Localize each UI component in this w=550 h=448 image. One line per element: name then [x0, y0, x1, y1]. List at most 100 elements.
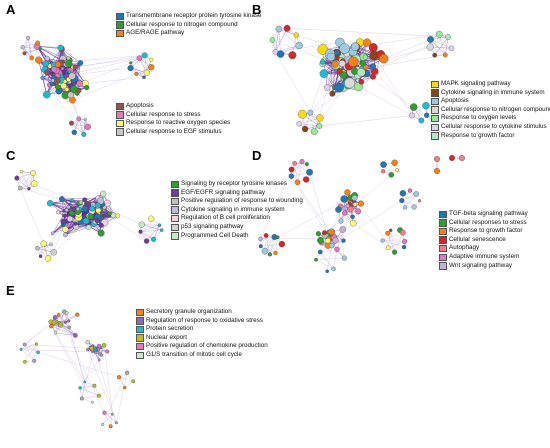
- nodes-D: [258, 159, 422, 274]
- network-edge: [98, 345, 105, 361]
- legend-swatch: [171, 214, 179, 223]
- network-node: [102, 214, 106, 218]
- network-node: [89, 346, 94, 351]
- network-edge: [50, 203, 82, 206]
- network-node: [85, 224, 92, 231]
- network-node: [107, 211, 112, 216]
- network-edge: [51, 325, 85, 383]
- network-node: [148, 215, 155, 222]
- network-node: [49, 242, 53, 247]
- legend-swatch: [439, 244, 447, 253]
- legend-swatch: [116, 12, 124, 21]
- network-node: [98, 222, 104, 228]
- network-node: [94, 202, 101, 209]
- network-edge: [338, 209, 345, 259]
- network-node: [317, 249, 323, 255]
- network-node: [92, 383, 97, 388]
- legend-item: Response to oxygen levels: [431, 114, 550, 123]
- network-node: [294, 179, 301, 186]
- network-node: [35, 246, 40, 251]
- network-node: [96, 393, 101, 398]
- network-edge: [275, 28, 288, 53]
- network-node: [49, 323, 54, 329]
- network-node: [301, 125, 309, 133]
- network-node: [50, 249, 57, 256]
- network-node: [334, 50, 340, 56]
- network-node: [134, 71, 139, 76]
- network-node: [314, 257, 318, 262]
- network-node: [275, 235, 280, 239]
- network-edge: [299, 117, 321, 125]
- network-node: [59, 196, 65, 202]
- legend-item: Cellular senescence: [439, 236, 528, 245]
- network-node: [76, 80, 83, 87]
- network-node: [379, 54, 389, 64]
- network-node: [326, 52, 336, 62]
- network-node: [38, 254, 43, 258]
- network-edge: [310, 73, 325, 113]
- network-node: [101, 342, 107, 348]
- network-A: [20, 35, 155, 137]
- network-edge: [430, 39, 452, 49]
- network-node: [332, 237, 339, 244]
- legend-item: MAPK signaling pathway: [431, 80, 550, 89]
- network-node: [63, 79, 67, 84]
- network-node: [407, 188, 413, 193]
- legend-swatch: [431, 80, 439, 89]
- network-edge: [140, 229, 162, 232]
- network-edge: [37, 46, 61, 48]
- legend-swatch: [136, 334, 144, 342]
- network-node: [388, 172, 395, 178]
- network-node: [267, 252, 272, 257]
- legend-swatch: [171, 180, 179, 189]
- network-node: [263, 233, 269, 238]
- legend-item: Autophagy: [439, 244, 528, 253]
- network-node: [44, 255, 52, 262]
- network-edge: [278, 28, 300, 46]
- network-node: [385, 245, 391, 250]
- network-node: [127, 65, 134, 72]
- network-edge: [58, 314, 111, 427]
- network-edge: [24, 37, 29, 54]
- network-edge: [51, 325, 76, 336]
- network-edge: [382, 240, 405, 248]
- network-node: [64, 87, 70, 92]
- network-node: [348, 56, 359, 67]
- legend-label: Wnt signaling pathway: [449, 261, 513, 269]
- network-edge: [61, 197, 98, 200]
- network-node: [54, 61, 62, 68]
- legend-swatch: [431, 89, 439, 97]
- legend-item: Regulation of B cell proliferation: [171, 214, 303, 223]
- panel-label-e: E: [6, 283, 15, 298]
- network-node: [72, 64, 78, 70]
- network-node: [322, 230, 327, 236]
- network-node: [114, 421, 118, 425]
- network-node: [30, 170, 36, 176]
- network-edge: [55, 332, 76, 336]
- network-node: [334, 82, 344, 93]
- network-node: [64, 320, 68, 324]
- network-edge: [72, 73, 137, 101]
- legend-item: Cellular response to stress: [116, 111, 230, 120]
- network-node: [448, 45, 455, 52]
- legend-swatch: [171, 189, 179, 197]
- network-node: [149, 57, 154, 62]
- network-node: [151, 236, 157, 242]
- legend-item: Positive regulation of response to wound…: [171, 197, 303, 206]
- network-node: [369, 63, 377, 70]
- network-node: [316, 114, 324, 122]
- network-node: [62, 213, 67, 218]
- network-edge: [24, 343, 37, 362]
- network-node: [319, 69, 329, 78]
- network-edge: [20, 349, 35, 361]
- network-edge: [81, 348, 95, 399]
- network-edge: [24, 53, 84, 135]
- network-C: [14, 169, 164, 262]
- legend-label: Regulation of B cell proliferation: [181, 214, 270, 222]
- network-edge: [297, 161, 303, 183]
- network-node: [399, 229, 406, 236]
- legend-item: Transmembrane receptor protein tyrosine …: [116, 12, 262, 21]
- network-node: [344, 189, 351, 196]
- network-edge: [102, 372, 128, 425]
- network-node: [32, 358, 37, 363]
